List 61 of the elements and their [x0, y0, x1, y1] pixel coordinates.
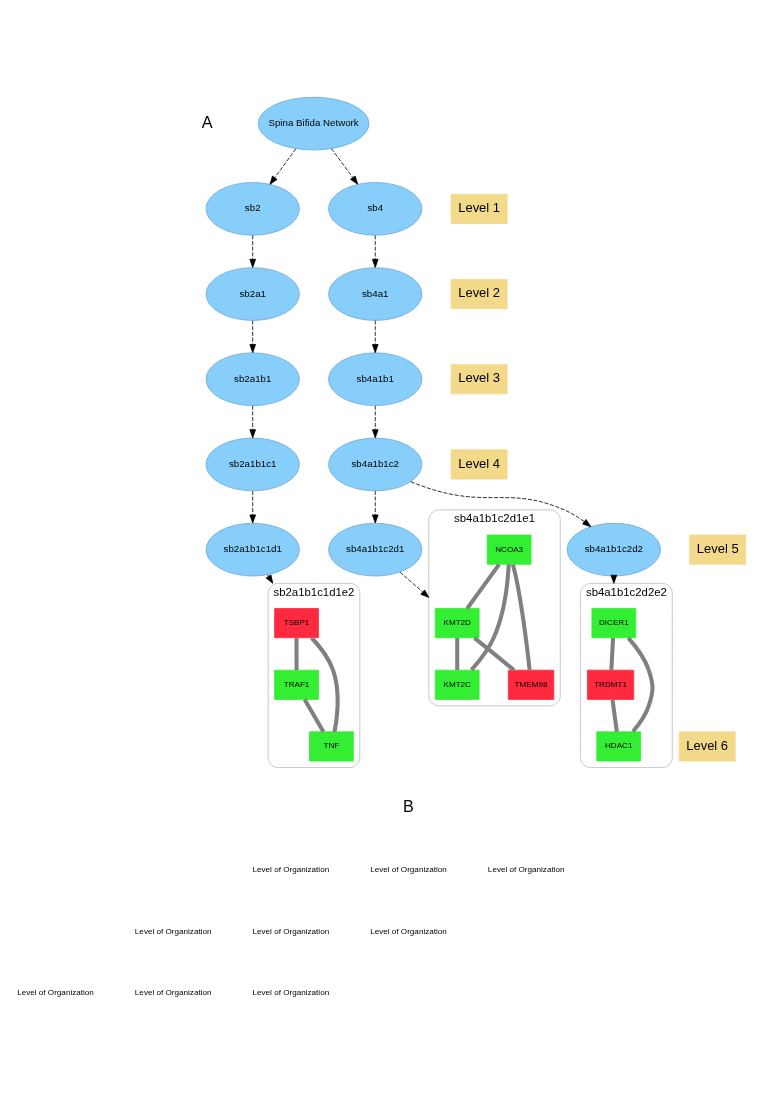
label: A — [201, 112, 213, 131]
arrow — [269, 147, 297, 185]
arrow — [249, 234, 256, 268]
arrow — [372, 404, 379, 438]
connector — [465, 562, 501, 610]
node-ellipse: sb2a1 — [205, 266, 300, 321]
arrow — [331, 147, 359, 185]
node-box: DICER1 — [591, 607, 637, 638]
arrow — [372, 234, 379, 268]
node-ellipse: sb4a1b1 — [328, 351, 423, 406]
label: Level 1 — [458, 199, 501, 215]
node-box: TMEM98 — [507, 669, 555, 700]
connector — [610, 698, 619, 732]
node-box: NCOA3 — [486, 534, 532, 565]
label: Level of Organization — [370, 864, 447, 874]
connector — [511, 563, 532, 670]
node-box: TSBP1 — [274, 607, 319, 638]
label: Level of Organization — [252, 987, 330, 997]
label: Level of Organization — [134, 987, 212, 997]
arrow — [410, 480, 592, 527]
connector — [609, 637, 616, 670]
node-ellipse: sb4a1 — [328, 266, 423, 321]
connector — [455, 637, 460, 670]
arrow — [249, 404, 256, 438]
connector — [626, 636, 655, 733]
node-box: TNF — [309, 730, 354, 761]
node-box: HDAC1 — [596, 730, 642, 761]
label: Level 4 — [458, 455, 501, 471]
label: Level 6 — [686, 737, 729, 753]
connector — [302, 698, 326, 733]
connector — [310, 635, 340, 732]
label: Level of Organization — [487, 864, 565, 874]
arrow — [249, 490, 256, 523]
node-box: KMT2C — [434, 669, 480, 700]
node-ellipse: Spina Bifida Network — [257, 96, 370, 150]
label: Level of Organization — [17, 987, 94, 997]
node-ellipse: sb4 — [328, 181, 423, 236]
arrow — [372, 490, 379, 523]
label: Level of Organization — [134, 926, 212, 935]
label: Level 3 — [458, 369, 501, 385]
arrow — [399, 571, 430, 598]
label: Level 5 — [696, 540, 739, 556]
arrow — [249, 319, 256, 353]
label: Level of Organization — [370, 926, 447, 935]
connector — [294, 637, 299, 670]
node-ellipse: sb4a1b1c2 — [328, 437, 423, 491]
node-ellipse: sb2 — [205, 181, 300, 236]
label: Level 2 — [458, 284, 501, 300]
node-ellipse: sb4a1b1c2d1 — [328, 522, 423, 576]
node-box: KMT2D — [434, 607, 480, 638]
connector — [473, 635, 516, 672]
label: B — [403, 796, 414, 815]
connector — [469, 563, 511, 671]
label: Level of Organization — [252, 926, 330, 935]
node-box: TRAF1 — [274, 669, 319, 700]
arrow — [372, 319, 379, 353]
node-box: TRDMT1 — [587, 669, 635, 700]
label: Level of Organization — [252, 864, 330, 874]
node-ellipse: sb2a1b1c1 — [205, 437, 300, 491]
arrow — [265, 573, 274, 584]
node-ellipse: sb2a1b1 — [205, 351, 300, 406]
